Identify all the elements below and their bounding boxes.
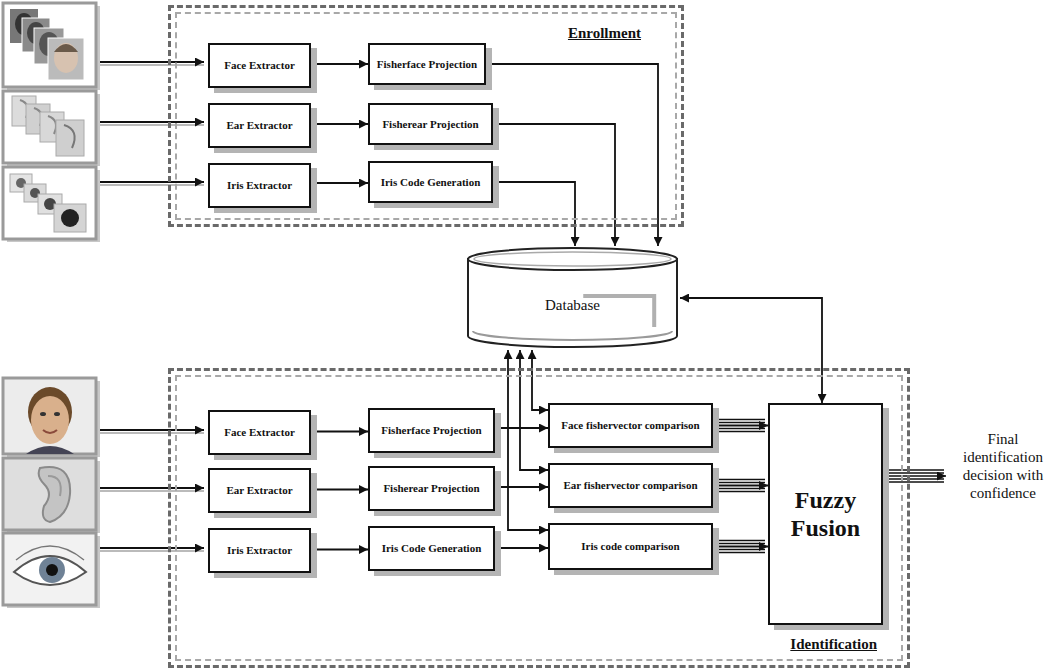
process-box: Ear fishervector comparison — [548, 463, 713, 508]
connector — [508, 350, 548, 530]
box-label: Iris code comparison — [581, 540, 679, 553]
process-box: Iris Code Generation — [368, 161, 493, 203]
process-box: Ear Extractor — [208, 468, 311, 513]
box-label: Fisherear Projection — [382, 118, 478, 131]
process-box: Ear Extractor — [208, 103, 311, 148]
connector — [713, 480, 768, 492]
ear-samples — [3, 91, 100, 166]
connector — [680, 298, 822, 403]
region-label: Identification — [790, 635, 877, 653]
connector — [311, 431, 368, 432]
dashed-region: Identification Face Extractor Fisherface P… — [168, 368, 910, 668]
process-box: Fisherface Projection — [368, 408, 495, 453]
connector — [311, 549, 368, 550]
process-box: Iris Code Generation — [368, 526, 495, 571]
connector — [311, 183, 368, 184]
dashed-region: EnrollmentFace Extractor Fisherface Proje… — [168, 5, 684, 227]
connector — [495, 548, 548, 549]
face-photo — [3, 378, 100, 457]
box-label: Iris Extractor — [227, 179, 292, 192]
box-label: Iris Code Generation — [382, 542, 482, 555]
connector — [311, 64, 368, 65]
box-label: Iris Extractor — [227, 544, 292, 557]
box-label: Ear Extractor — [226, 119, 292, 132]
connector — [713, 420, 768, 432]
box-label: Iris Code Generation — [381, 176, 481, 189]
eye-photo — [3, 533, 100, 608]
process-box: Fisherear Projection — [368, 466, 495, 511]
connector — [311, 124, 368, 125]
process-box: Iris Extractor — [208, 528, 311, 573]
face-samples — [3, 3, 100, 90]
ear-photo — [3, 458, 100, 533]
box-label: Fisherear Projection — [383, 482, 479, 495]
connector — [493, 124, 615, 246]
connector — [532, 350, 548, 410]
fusion-box: Fuzzy Fusion — [768, 403, 883, 625]
box-label: Face Extractor — [224, 59, 295, 72]
box-label: Face fishervector comparison — [561, 419, 699, 432]
region-label: Enrollment — [568, 24, 641, 42]
box-label: Fisherface Projection — [377, 58, 477, 71]
process-box: Face Extractor — [208, 43, 311, 88]
connector — [311, 489, 368, 490]
process-box: Face Extractor — [208, 410, 311, 455]
output-arrow — [888, 470, 946, 482]
process-box: Fisherface Projection — [368, 43, 486, 85]
database-cylinder: Database — [465, 246, 680, 350]
box-label: Ear fishervector comparison — [563, 479, 697, 492]
iris-samples — [3, 167, 100, 242]
box-label: Ear Extractor — [226, 484, 292, 497]
database-label: Database — [465, 296, 680, 314]
process-box: Fisherear Projection — [368, 103, 493, 145]
connector — [495, 487, 548, 488]
process-box: Face fishervector comparison — [548, 403, 713, 448]
input-arrows — [100, 62, 204, 551]
output-note: Final identification decision with confi… — [950, 430, 1056, 502]
box-label: Face Extractor — [224, 426, 295, 439]
box-label: Fisherface Projection — [381, 424, 481, 437]
process-box: Iris Extractor — [208, 163, 311, 208]
process-box: Iris code comparison — [548, 523, 713, 570]
connector — [495, 428, 548, 429]
connector — [486, 64, 658, 246]
fusion-label: Fuzzy Fusion — [775, 486, 876, 542]
connector — [493, 182, 575, 246]
connector — [713, 541, 768, 553]
